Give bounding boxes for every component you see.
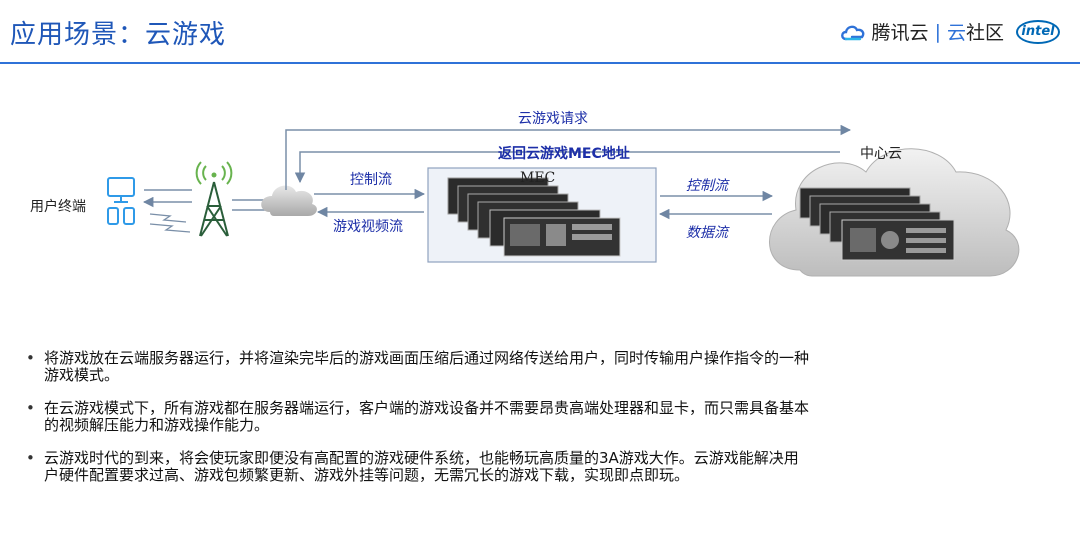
brand-separator: | [934, 20, 941, 43]
page-title: 应用场景：云游戏 [10, 20, 227, 50]
center-cloud-icon [769, 148, 1020, 277]
request-return-arrows [285, 124, 852, 190]
brand-community-suffix: 社区 [965, 22, 1004, 44]
mec-servers-icon [447, 177, 621, 257]
center-cloud-servers-icon [799, 187, 955, 261]
bullet-item: 在云游戏模式下，所有游戏都在服务器端运行，客户端的游戏设备并不需要昂贵高端处理器… [24, 400, 1034, 434]
intel-logo: intel [1016, 19, 1060, 44]
bullet-item: 云游戏时代的到来，将会使玩家即便没有高配置的游戏硬件系统，也能畅玩高质量的3A游… [24, 450, 1034, 484]
tencent-cloud-icon [840, 25, 864, 40]
user-devices-icon [107, 177, 135, 225]
bullet-text: 游戏模式。 [44, 366, 120, 384]
bullet-text: 将游戏放在云端服务器运行，并将渲染完毕后的游戏画面压缩后通过网络传送给用户，同时… [44, 349, 810, 367]
title-divider [0, 62, 1080, 64]
mec-server-box [427, 167, 657, 263]
cloud-gaming-diagram: 用户终端 云游戏请求 返回云游戏MEC地址 控制流 游戏视频流 [30, 111, 1020, 277]
brand-tencent-cloud: 腾讯云 [871, 22, 929, 44]
radio-tower-icon [195, 161, 233, 237]
mec-label: MEC [520, 170, 555, 186]
bullet-text: 户硬件配置要求过高、游戏包频繁更新、游戏外挂等问题，无需冗长的游戏下载，实现即点… [44, 466, 690, 484]
control-stream-right-label: 控制流 [686, 178, 730, 194]
center-cloud-label: 中心云 [860, 146, 902, 162]
brand-community: 云社区 [947, 18, 1004, 45]
brand-logos: 腾讯云 | 云社区 intel [840, 18, 1060, 45]
return-mec-address-label: 返回云游戏MEC地址 [498, 145, 630, 162]
user-terminal-label: 用户终端 [30, 198, 86, 215]
cloud-game-request-label: 云游戏请求 [518, 111, 588, 127]
control-stream-left-label: 控制流 [350, 172, 392, 188]
bullet-item: 将游戏放在云端服务器运行，并将渲染完毕后的游戏画面压缩后通过网络传送给用户，同时… [24, 350, 1034, 384]
video-stream-label: 游戏视频流 [333, 219, 403, 235]
bullet-text: 的视频解压能力和游戏操作能力。 [44, 416, 270, 434]
bullet-text: 云游戏时代的到来，将会使玩家即便没有高配置的游戏硬件系统，也能畅玩高质量的3A游… [44, 449, 799, 467]
brand-community-prefix: 云 [946, 22, 966, 44]
bullet-text: 在云游戏模式下，所有游戏都在服务器端运行，客户端的游戏设备并不需要昂贵高端处理器… [44, 399, 810, 417]
wireless-links [142, 189, 192, 233]
data-stream-label: 数据流 [686, 225, 730, 241]
bullet-list: 将游戏放在云端服务器运行，并将渲染完毕后的游戏画面压缩后通过网络传送给用户，同时… [24, 350, 1034, 500]
network-cloud-icon [261, 185, 317, 216]
